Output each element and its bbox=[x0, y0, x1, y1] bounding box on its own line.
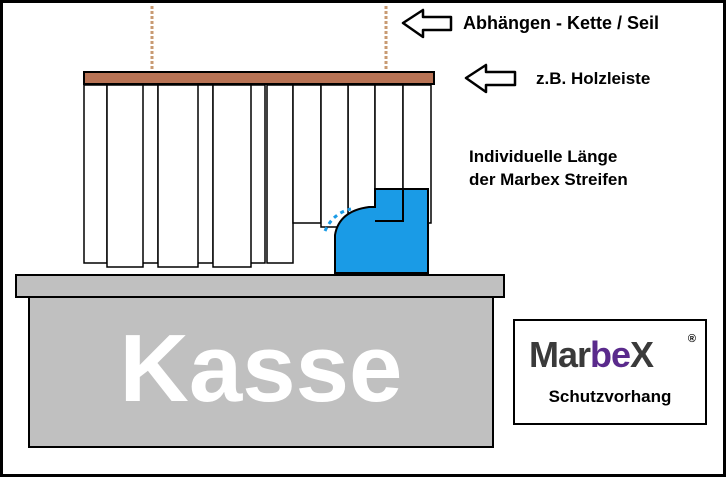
label-strip-length-line1: Individuelle Länge bbox=[469, 147, 618, 166]
label-wood-bar: z.B. Holzleiste bbox=[536, 69, 651, 88]
brand-tagline: Schutzvorhang bbox=[548, 387, 672, 406]
curtain-strip bbox=[157, 84, 199, 268]
arrow-icon bbox=[464, 63, 517, 94]
arrow-icon bbox=[401, 8, 453, 39]
curtain-strips bbox=[83, 84, 432, 268]
curtain-strip bbox=[292, 84, 322, 224]
brand-part-2: be bbox=[590, 334, 631, 375]
label-strip-length-line2: der Marbex Streifen bbox=[469, 170, 628, 189]
register-display-step bbox=[375, 189, 404, 222]
label-strip-length: Individuelle Länge der Marbex Streifen bbox=[469, 145, 628, 191]
curtain-illustration bbox=[15, 6, 517, 448]
brand-part-1: Mar bbox=[529, 334, 591, 375]
curtain-strip bbox=[347, 84, 376, 224]
marbex-logo-box: MarbeX ® Schutzvorhang bbox=[513, 319, 707, 425]
brand-part-3: X bbox=[630, 334, 654, 375]
curtain-strip bbox=[212, 84, 252, 268]
brand-logo: MarbeX bbox=[529, 334, 654, 375]
curtain-strip bbox=[266, 84, 294, 264]
wood-bar bbox=[83, 71, 435, 85]
register-dashed-edge bbox=[323, 207, 352, 232]
counter-top bbox=[15, 274, 505, 298]
registered-mark: ® bbox=[687, 333, 696, 345]
counter-label: Kasse bbox=[119, 315, 403, 422]
register-body bbox=[334, 188, 429, 274]
counter-body bbox=[28, 296, 494, 448]
curtain-strip bbox=[320, 84, 349, 228]
label-hanging: Abhängen - Kette / Seil bbox=[463, 13, 660, 33]
curtain-strip bbox=[83, 84, 108, 264]
curtain-strip bbox=[106, 84, 144, 268]
